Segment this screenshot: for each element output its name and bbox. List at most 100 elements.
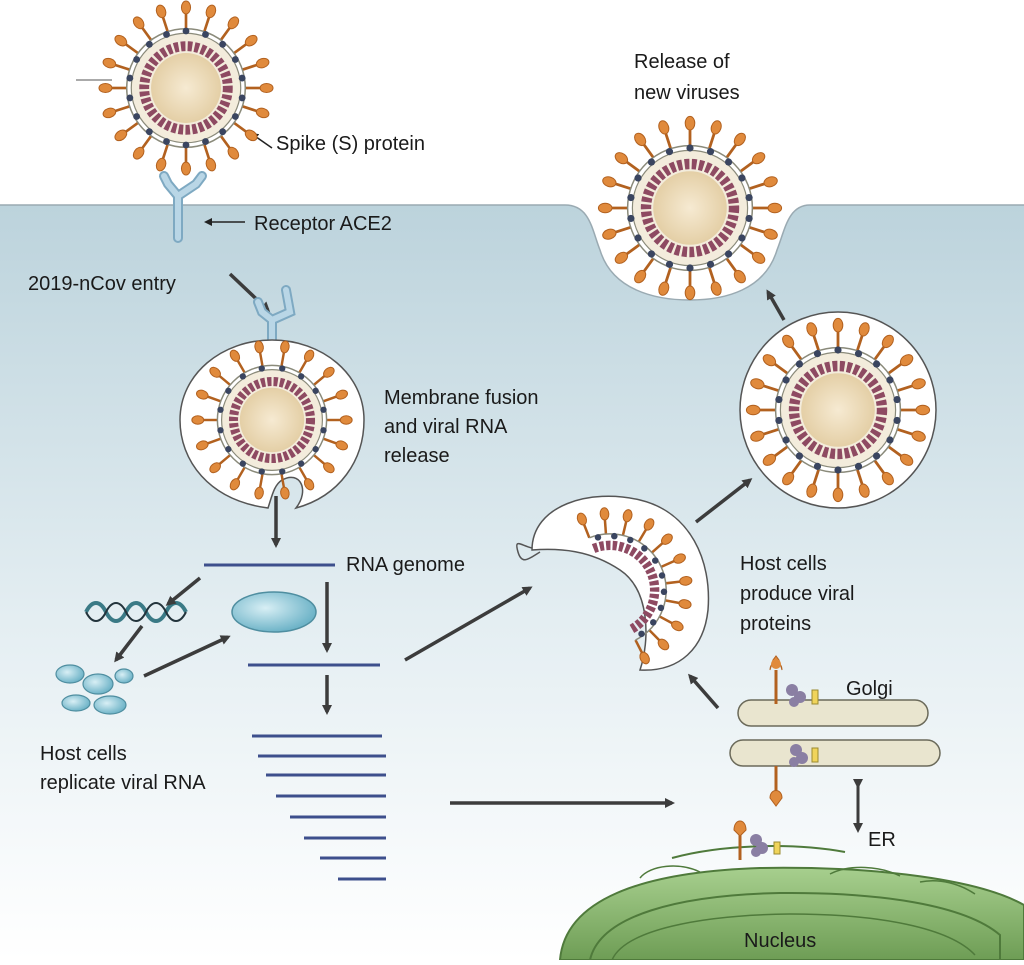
spike-stalk xyxy=(219,135,231,150)
spike-head xyxy=(751,251,766,264)
spike-head xyxy=(710,120,722,135)
membrane-protein xyxy=(133,56,141,63)
golgi-upper-cisterna xyxy=(737,699,929,727)
membrane-protein xyxy=(225,387,232,394)
spike-stalk xyxy=(258,473,264,488)
spike-stalk xyxy=(218,374,231,386)
spike-head xyxy=(684,115,696,131)
spike-stalk xyxy=(790,459,803,475)
membrane-protein xyxy=(724,250,733,258)
spike-head xyxy=(254,486,264,500)
spike-stalk xyxy=(161,16,169,33)
spike-head xyxy=(196,440,209,451)
spike-head xyxy=(832,487,844,503)
spike-head xyxy=(751,152,766,165)
ribosome-large xyxy=(231,591,317,633)
spike-stalk xyxy=(648,629,661,642)
spike-stalk xyxy=(642,257,655,273)
spike-head xyxy=(180,161,192,176)
spike-stalk xyxy=(258,352,264,367)
rna-replicated-strands xyxy=(252,734,386,881)
spike-stalk xyxy=(855,335,864,352)
spike-head xyxy=(229,478,241,491)
spike-head xyxy=(254,340,264,354)
spike-stalk xyxy=(615,182,632,191)
spike-head xyxy=(763,176,778,188)
golgi-label: Golgi xyxy=(846,678,893,700)
spike-head xyxy=(684,285,696,301)
spike-head xyxy=(335,440,348,451)
spike-head xyxy=(911,430,926,442)
membrane-protein xyxy=(182,27,190,35)
spike-stalk xyxy=(812,335,821,352)
spike-head xyxy=(622,509,633,523)
spike-protein-label: Spike (S) protein xyxy=(276,133,425,155)
virion-core xyxy=(151,53,221,123)
spike-stalk xyxy=(313,374,326,386)
er-label: ER xyxy=(868,829,896,851)
er-proteins xyxy=(733,820,781,860)
membrane-protein xyxy=(641,545,648,552)
fusion-label-line-2: and viral RNA xyxy=(384,416,508,438)
spike-stalk xyxy=(219,26,231,41)
golgi-proteins xyxy=(769,655,819,807)
spike-head xyxy=(98,82,113,94)
spike-head xyxy=(899,453,914,466)
membrane-protein xyxy=(182,141,190,149)
virion-core xyxy=(653,171,727,245)
spike-head xyxy=(763,228,778,240)
spike-head xyxy=(132,16,145,30)
virion-core xyxy=(801,373,875,447)
membrane-protein xyxy=(834,466,842,474)
spike-stalk xyxy=(124,121,139,133)
spike-stalk xyxy=(114,105,131,113)
spike-stalk xyxy=(203,16,211,33)
membrane-protein xyxy=(634,234,642,242)
membrane-protein xyxy=(665,148,674,156)
spike-stalk xyxy=(896,384,913,393)
spike-stalk xyxy=(748,182,765,191)
membrane-protein xyxy=(893,395,901,404)
membrane-protein xyxy=(886,436,894,444)
spike-stalk xyxy=(658,615,673,625)
spike-stalk xyxy=(896,427,913,436)
spike-head xyxy=(881,334,894,349)
membrane-protein xyxy=(665,260,674,268)
spike-stalk xyxy=(236,466,246,481)
spike-head xyxy=(634,132,647,147)
spike-head xyxy=(597,202,613,214)
release-label-line-2: new viruses xyxy=(634,82,740,104)
nucleus-label: Nucleus xyxy=(744,930,816,952)
spike-stalk xyxy=(773,362,789,375)
membrane-protein xyxy=(795,360,804,368)
membrane-protein xyxy=(724,158,733,166)
small-vesicles xyxy=(55,664,134,715)
fusion-label-line-1: Membrane fusion xyxy=(384,387,539,409)
rna-coil-arc xyxy=(591,540,660,634)
release-label-line-1: Release of xyxy=(634,51,730,73)
flow-arrows xyxy=(114,272,786,808)
spike-head xyxy=(657,638,670,651)
spike-head xyxy=(132,146,145,160)
membrane-protein xyxy=(893,416,901,425)
membrane-protein xyxy=(320,427,327,434)
virion-secretory xyxy=(745,317,931,503)
spike-head xyxy=(806,483,818,498)
virion-assembling xyxy=(576,507,693,665)
spike-head xyxy=(599,507,610,521)
spike-stalk xyxy=(233,43,248,55)
spike-stalk xyxy=(582,523,591,539)
spike-stalk xyxy=(725,143,738,159)
membrane-protein xyxy=(298,373,305,380)
membrane-protein xyxy=(686,264,694,272)
spike-stalk xyxy=(739,160,755,173)
spike-head xyxy=(227,146,240,160)
produce-label-line-2: produce viral xyxy=(740,583,855,605)
spike-head xyxy=(255,107,270,119)
spike-head xyxy=(155,157,167,172)
spike-head xyxy=(280,340,290,354)
membrane-protein xyxy=(686,144,694,152)
spike-head xyxy=(244,129,258,142)
membrane-protein xyxy=(795,452,804,460)
